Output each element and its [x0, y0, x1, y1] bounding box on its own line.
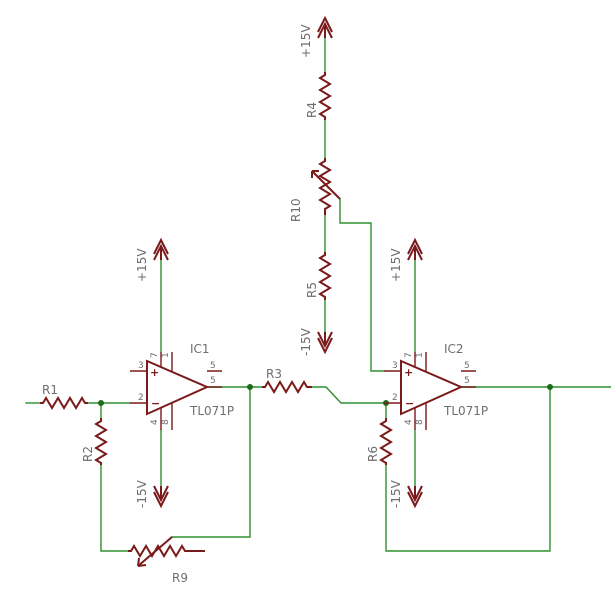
ic2-pin: 5: [464, 361, 470, 371]
wire-r10-wiper: [339, 198, 385, 372]
junction-dot: [247, 384, 253, 390]
label-ic2-vpos: +15V: [389, 248, 403, 282]
wire-r2-to-r9: [100, 464, 129, 552]
resistor-r5: R5: [305, 252, 332, 300]
ic2-inv-sign: −: [405, 397, 414, 410]
wire-r6-feedback: [385, 386, 551, 552]
ic1-noninv-sign: +: [150, 366, 159, 379]
ic2-pin: 1: [415, 352, 425, 358]
ic2-triangle: [400, 359, 464, 416]
ic1-pin: 4: [150, 419, 160, 425]
potentiometer-r9: R9: [128, 536, 205, 585]
ic2-pin: 2: [392, 393, 398, 403]
ic2-pin: 8: [415, 419, 425, 425]
label-ic1-vneg: -15V: [135, 479, 149, 508]
supply-top-pos: +15V: [299, 15, 333, 58]
ic1-pin: 3: [138, 361, 144, 371]
ic1-pin: 5: [210, 361, 216, 371]
resistor-r2: R2: [81, 418, 108, 465]
ic1-pin: 2: [138, 393, 144, 403]
ic1-pin: 1: [161, 352, 171, 358]
label-r1: R1: [42, 383, 58, 397]
supply-ic2-neg: -15V: [389, 479, 423, 509]
wire-r3-to-ic2: [311, 386, 385, 404]
label-r4: R4: [305, 102, 319, 118]
ic1-pin: 5: [210, 376, 216, 386]
ic2-pin: 3: [392, 361, 398, 371]
label-top-vpos: +15V: [299, 24, 313, 58]
supply-ic2-pos: +15V: [389, 237, 423, 282]
junction-dot: [547, 384, 553, 390]
resistor-r1: R1: [40, 383, 88, 410]
label-ic2-vneg: -15V: [389, 479, 403, 508]
ic2-name: IC2: [444, 342, 464, 356]
opamp-ic1: + − 3 2 7 1 4 8 5 5 IC1 TL071P: [130, 342, 234, 430]
junctions: [98, 384, 553, 406]
ic1-pin: 7: [150, 352, 160, 358]
ic2-pin: 5: [464, 376, 470, 386]
label-r5: R5: [305, 282, 319, 298]
ic1-pin: 8: [161, 419, 171, 425]
ic2-pin: 4: [404, 419, 414, 425]
label-divider-vneg: -15V: [299, 327, 313, 356]
supply-ic1-pos: +15V: [135, 237, 169, 282]
potentiometer-r10: R10: [289, 158, 341, 222]
resistor-r6: R6: [366, 418, 393, 465]
ic2-pin: 7: [404, 352, 414, 358]
label-r6: R6: [366, 446, 380, 462]
ic1-name: IC1: [190, 342, 210, 356]
resistor-r4: R4: [305, 72, 332, 120]
label-ic1-vpos: +15V: [135, 248, 149, 282]
opamp-ic2: + − 3 2 7 1 4 8 5 5 IC2 TL071P: [384, 342, 488, 430]
ic1-inv-sign: −: [151, 397, 160, 410]
ic2-part: TL071P: [443, 404, 488, 418]
label-r10: R10: [289, 198, 303, 222]
supply-divider-neg: -15V: [299, 327, 333, 356]
label-r2: R2: [81, 446, 95, 462]
wire-r9-wiper: [171, 386, 251, 538]
label-r3: R3: [266, 367, 282, 381]
ic2-noninv-sign: +: [404, 366, 413, 379]
supply-ic1-neg: -15V: [135, 479, 169, 509]
label-r9: R9: [172, 571, 188, 585]
wires: [25, 37, 611, 552]
ic1-triangle: [146, 359, 210, 416]
junction-dot: [98, 400, 104, 406]
ic1-part: TL071P: [189, 404, 234, 418]
resistor-r3: R3: [262, 367, 312, 394]
